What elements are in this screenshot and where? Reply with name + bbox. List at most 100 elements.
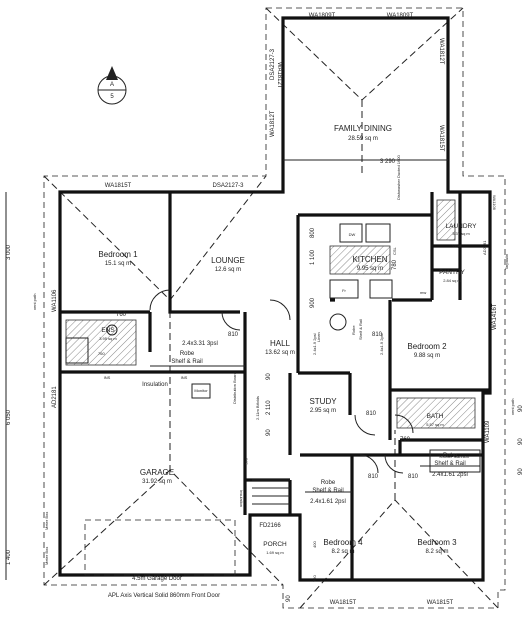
- dim-hall-90b: 90: [266, 429, 272, 436]
- label-garage-door: 4.5m Garage Door: [132, 576, 182, 582]
- label-distribution-board: Distribution Board: [232, 372, 237, 404]
- room-study-area: 2.95 sq m: [310, 408, 336, 414]
- dim-left-6050: 6 050: [6, 409, 12, 425]
- dim-3290: 3 290: [380, 159, 396, 165]
- robe-b2-size-b: 2.4x1.9 2psl: [379, 333, 384, 355]
- window-family-right: WA1812T: [438, 38, 444, 65]
- dim-hall-2110: 2 110: [266, 400, 272, 415]
- label-insulation: Insulation: [142, 382, 168, 388]
- porch-steps: [252, 479, 290, 505]
- ens-wet-area: [65, 319, 137, 366]
- window-lounge-side-door: DSA2127-3: [270, 48, 276, 80]
- window-bottom-left: WA1815T: [330, 600, 357, 606]
- fridge: [329, 279, 359, 299]
- robe-b4-size: 2.4x1.61 2psl: [310, 499, 346, 505]
- label-insulation-garage: Insulation: [239, 490, 244, 507]
- label-bifolds: 2.11m Bifolds: [255, 396, 260, 420]
- label-ins-garage: INS: [244, 458, 249, 465]
- room-pantry-area: 2.84 sq m: [443, 278, 461, 283]
- robe-b3-size: 2.4x1.61 2psl: [432, 472, 468, 478]
- room-porch-area: 1.69 sq m: [266, 550, 284, 555]
- door-b4-width: 810: [368, 474, 379, 480]
- window-lounge-side: WA1812T: [270, 110, 276, 137]
- room-lounge-area: 12.6 sq m: [215, 267, 241, 273]
- window-top-right: WA1809T: [387, 13, 414, 19]
- label-ins-1: INS: [104, 375, 111, 380]
- ens-basin: [106, 324, 118, 336]
- room-garage: GARAGE: [140, 468, 174, 477]
- door-bedroom2-width: 810: [372, 332, 383, 338]
- dim-porch-760: 760: [312, 575, 317, 582]
- dim-kitchen-800: 800: [310, 227, 316, 238]
- label-vinyl-laundry: Vinyl: [452, 243, 461, 248]
- room-ens-area: 3.95 sq m: [99, 336, 117, 341]
- door-laundry: AD2181: [482, 240, 487, 255]
- sink: [365, 223, 391, 243]
- robe-b2-label: Robe: [351, 325, 356, 335]
- dim-porch-400: 400: [312, 541, 317, 548]
- room-garage-area: 31.92 sq m: [142, 479, 172, 485]
- room-bedroom4-area: 8.2 sq m: [331, 549, 354, 555]
- robe-b4-shelf-label: Shelf & Rail: [312, 488, 343, 494]
- window-top-left: WA1809T: [309, 13, 336, 19]
- window-family-right-lower: WA1815T: [438, 125, 444, 152]
- dim-kitchen-1100: 1 100: [310, 249, 316, 265]
- room-laundry-area: 3.37 sq m: [452, 231, 470, 236]
- room-bedroom2: Bedroom 2: [407, 342, 447, 351]
- dim-right-90a: 90: [518, 405, 524, 412]
- room-bedroom1-area: 15.1 sq m: [105, 261, 131, 267]
- window-family-left: WA1812T: [276, 62, 282, 89]
- dim-left-1400: 1 400: [6, 549, 12, 565]
- dim-right-90b: 90: [518, 438, 524, 445]
- room-family-dining: FAMILY DINING: [334, 124, 392, 133]
- hall-monitor-box: [191, 383, 211, 399]
- room-study: STUDY: [309, 397, 337, 406]
- room-pantry: PANTRY: [439, 269, 465, 276]
- door-bed1-width: 760: [116, 312, 127, 318]
- kitchen-bench: [329, 245, 391, 275]
- dim-left-3000: 3 000: [6, 244, 12, 260]
- dim-kitchen-780: 780: [392, 259, 398, 270]
- room-lounge: LOUNGE: [211, 256, 245, 265]
- robe-b2-size: 2.4x1.9 2psl: [312, 333, 317, 355]
- room-porch: PORCH: [263, 541, 287, 548]
- room-bedroom2-area: 9.88 sq m: [414, 353, 440, 359]
- laundry-tub: [436, 199, 456, 241]
- room-bath-area: 5.57 sq m: [426, 422, 444, 427]
- interior-walls: [60, 192, 490, 580]
- window-laundry-side: WA1106: [492, 195, 497, 211]
- window-lounge-top: DSA2127-3: [212, 183, 244, 189]
- bath-tub: [429, 449, 481, 473]
- room-family-dining-area: 28.59 sq m: [348, 136, 378, 142]
- label-front-door: APL Axis Vertical Solid 860mm Front Door: [108, 593, 220, 599]
- room-bedroom4: Bedroom 4: [323, 538, 363, 547]
- dishwasher: [339, 223, 363, 243]
- dim-hall-90a: 90: [266, 373, 272, 380]
- window-bottom-right: WA1815T: [427, 600, 454, 606]
- label-dishwasher-note: Dishwasher Ducted 1600: [396, 155, 401, 200]
- meter-small-label: Meter Box: [44, 512, 49, 530]
- door-lounge-width: 810: [228, 332, 239, 338]
- label-dw: DW: [349, 232, 356, 237]
- window-bedroom1-top: WA1815T: [105, 183, 132, 189]
- cooktop: [369, 279, 393, 299]
- label-shower-cabinet: Shower Mannion: [439, 454, 469, 459]
- dim-kitchen-900: 900: [310, 297, 316, 308]
- robe-bed1-shelf-label: Shelf & Rail: [171, 359, 202, 365]
- robe-bed1-size: 2.4x3.31 3psl: [182, 341, 218, 347]
- north-arrow: A 5: [97, 66, 127, 105]
- door-ens-width: 760: [98, 351, 105, 356]
- room-bedroom1: Bedroom 1: [98, 250, 138, 259]
- room-laundry: LAUNDRY: [446, 223, 478, 230]
- robe-b3-shelf-label: Shelf & Rail: [434, 461, 465, 467]
- room-kitchen-area: 9.95 sq m: [357, 266, 383, 272]
- door-study-width: 810: [366, 411, 377, 417]
- north-arrow-letter-a: A: [110, 82, 114, 88]
- robe-b4-label: Robe: [321, 480, 336, 486]
- exterior-walls: [58, 16, 492, 582]
- dim-bottom-90: 90: [286, 595, 292, 602]
- ens-shower: [65, 337, 89, 364]
- room-bedroom3: Bedroom 3: [417, 538, 457, 547]
- dim-kitchen-csl: CSL: [392, 246, 397, 255]
